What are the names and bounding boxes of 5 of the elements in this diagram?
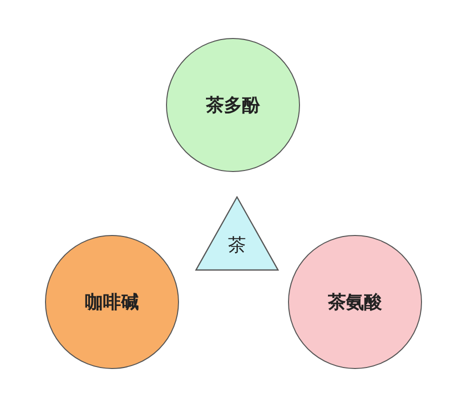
node-label: 茶多酚 — [206, 94, 260, 118]
node-label: 茶氨酸 — [328, 290, 382, 314]
node-label: 咖啡碱 — [85, 290, 139, 314]
triangle-node — [195, 196, 279, 271]
node-label: 茶 — [228, 234, 246, 258]
